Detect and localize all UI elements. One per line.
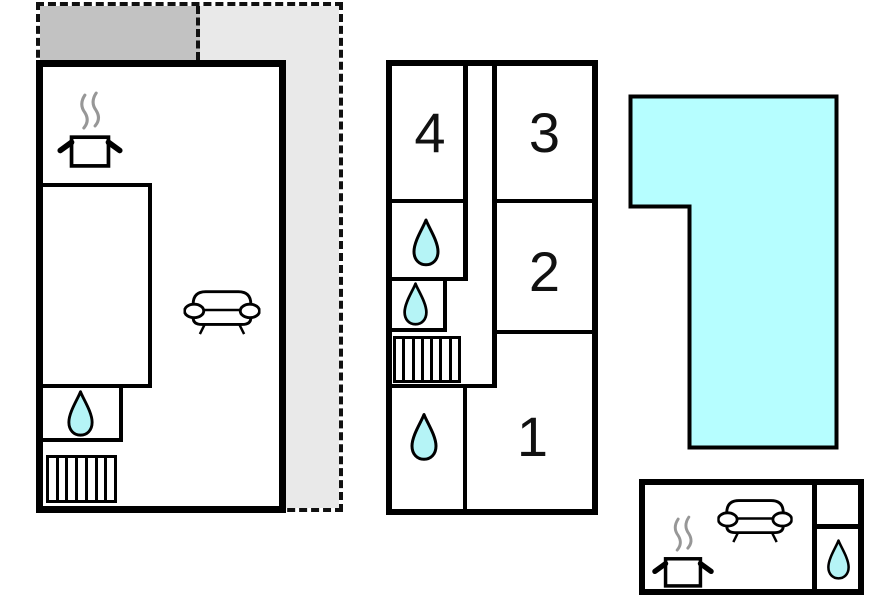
room-1-label: 1 [516, 405, 549, 468]
wall-bath2-right [443, 281, 447, 332]
wall-bath1-bottom [392, 277, 468, 281]
swimming-pool [628, 94, 839, 450]
water-drop-icon [401, 281, 430, 328]
wall-bath2-bottom [392, 328, 447, 332]
open-terrace-side [286, 60, 339, 508]
wall-corridor-left [463, 66, 468, 281]
bedroom-partition [43, 183, 152, 388]
wall-room4-bottom [392, 199, 468, 203]
wall-corridor-right [492, 66, 497, 388]
wall-bath3-right [463, 388, 467, 509]
stairs-icon [393, 336, 461, 383]
sofa-icon [716, 494, 794, 543]
wall-room3-bottom [497, 199, 592, 203]
stove-pot-icon [56, 90, 124, 170]
water-drop-icon [410, 218, 442, 268]
sofa-icon [182, 285, 262, 335]
room-2-label: 2 [528, 239, 561, 303]
room-4-label: 4 [414, 100, 446, 164]
open-terrace-top [200, 6, 339, 60]
wall-unit-bath-divider [817, 524, 858, 529]
wall-unit-bath-left [812, 485, 817, 589]
stove-pot-icon [652, 514, 714, 590]
stairs-icon [46, 455, 117, 503]
water-drop-icon [825, 537, 852, 583]
water-drop-icon [65, 389, 96, 439]
wall-hall-bottom [392, 384, 497, 388]
wall-room2-bottom [497, 330, 592, 334]
covered-terrace-area [40, 6, 200, 60]
water-drop-icon [408, 412, 440, 463]
main-house-outline [36, 60, 286, 513]
bathroom-partition [43, 388, 123, 442]
room-3-label: 3 [528, 100, 561, 164]
